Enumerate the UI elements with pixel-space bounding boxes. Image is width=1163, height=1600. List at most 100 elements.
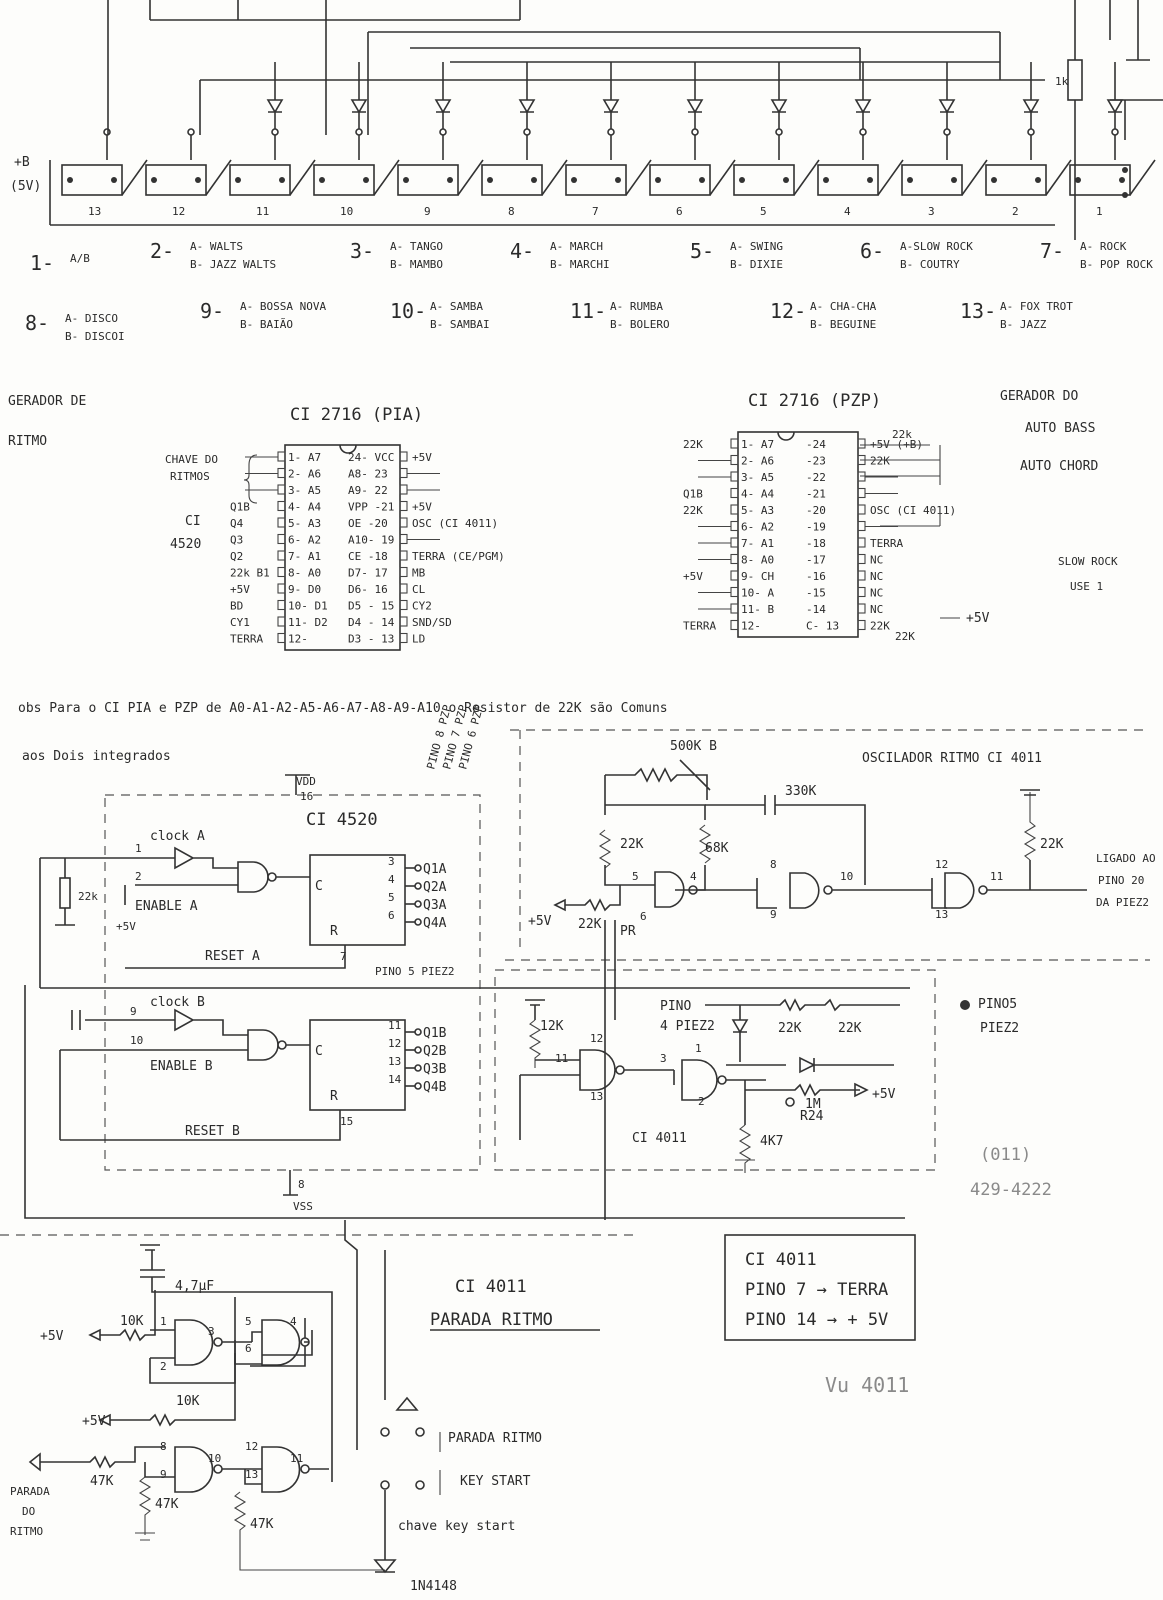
pin-number: 8 [770,858,777,871]
rhythm-b: B- BEGUINE [810,318,876,331]
pin-label-right: -19 [806,521,826,534]
pin-stub [277,632,286,644]
rhythm-b: B- JAZZ [1000,318,1047,331]
switch-lever [877,159,904,196]
rhythm-switch [481,164,543,196]
pin-stub [730,520,739,532]
counter-output-terminal [414,1064,422,1072]
pin-stub [857,438,866,449]
counter-output-label: Q1B [423,1026,447,1041]
diode-icon [1022,99,1040,114]
pin-label-right: D6- 16 [348,583,388,596]
pin-signal-left: Q4 [230,517,244,530]
parada-diode: 1N4148 [410,1579,457,1594]
pin-signal-right: OSC (CI 4011) [870,504,956,517]
reset-b-label: RESET B [185,1124,240,1139]
pin-label-right: A10- 19 [348,534,394,547]
pin-label-left: 7- A1 [741,537,774,550]
pin-stub [730,504,739,515]
pin-label-right: -15 [806,587,826,600]
pin-stub [399,616,408,627]
switch-terminal [103,128,111,136]
osc-r3: 22K [1040,837,1064,852]
pin-stub [857,570,866,581]
rhythm-b: B- BOLERO [610,318,670,331]
rhythm-switch [985,164,1047,196]
pin-signal-left: Q1B [230,501,250,514]
rhythm-number: 13- [960,299,996,323]
switch-contact [531,177,537,183]
pin-stub [857,553,866,565]
counter-output-terminal [414,918,422,926]
pin-label-right: -21 [806,488,826,501]
counter-output-terminal [414,1082,422,1090]
ci4520-plus5: +5V [116,920,136,933]
pzp-title: CI 2716 (PZP) [748,391,881,411]
pin-stub [730,537,739,548]
osc-out-3: DA PIEZ2 [1096,896,1149,909]
counter-pin-number: 12 [388,1037,401,1050]
rhythm-a: A- BOSSA NOVA [240,300,326,313]
pin-number: 9 [160,1468,167,1481]
switch-contact [699,177,705,183]
clock-b-label: clock B [150,995,205,1010]
supply-label: +B [14,155,30,170]
pin-signal-right: OSC (CI 4011) [412,517,498,530]
pin-stub [277,616,286,627]
pin-signal-right: NC [870,587,883,600]
diode-icon [854,99,872,114]
switch-terminal [187,128,195,136]
r22k-1: 22K [778,1021,802,1036]
rhythm-switch [397,164,459,196]
pzp-plus5: +5V [966,611,990,626]
pin-signal-right: +5V [412,451,432,464]
supply-voltage: (5V) [10,179,41,194]
pin-signal-right: CL [412,583,426,596]
rhythm-b: B- BAIÃO [240,318,293,331]
switch-contact [783,177,789,183]
pin-number: 9 [770,908,777,921]
switch-contact [951,177,957,183]
rhythm-switch [733,164,795,196]
osc-plus5: +5V [528,914,552,929]
pin-stub [857,504,866,515]
parada-input-1: PARADA [10,1485,50,1498]
rhythm-a: A- CHA-CHA [810,300,877,313]
pin-stub [857,603,866,614]
left-title-line-1: GERADOR DE [8,394,86,409]
pia-title: CI 2716 (PIA) [290,405,423,425]
info-box: CI 4011 PINO 7 → TERRA PINO 14 → + 5V [724,1234,916,1341]
phone-note: (011) 429-4222 [970,1145,1052,1200]
osc-out-1: LIGADO AO [1096,852,1156,865]
pin-signal-right: SND/SD [412,616,452,629]
pin-signal-right: MB [412,567,426,580]
switch-terminal [439,128,447,136]
slow-rock-note: SLOW ROCK USE 1 [1058,555,1118,593]
switch-contact [739,177,745,183]
pin-number: 5 [632,870,639,883]
pin-signal-left: Q2 [230,550,243,563]
scribble: Vu 4011 [825,1373,909,1397]
rhythm-a: A- RUMBA [610,300,663,313]
pino4-1: PINO [660,999,691,1014]
switch-contact [1119,177,1125,183]
pin-stub [399,451,408,462]
switch-terminal [523,128,531,136]
pin-signal-right: TERRA [870,537,903,550]
diode-icon [938,99,956,114]
parada-cap: 4,7µF [175,1279,214,1294]
counter-input-pin: 15 [340,1115,353,1128]
ci4520-a-c: C [315,879,323,894]
pin-label-right: -17 [806,554,826,567]
slow-rock-note-1: SLOW ROCK [1058,555,1118,568]
ci4520-vdd-pin: 16 [300,790,313,803]
pin-number: 5 [245,1315,252,1328]
counter-output-terminal [414,1046,422,1054]
rhythm-b: B- MAMBO [390,258,443,271]
switch-lever [373,159,400,196]
pin-stub [730,487,739,499]
switch-contact [867,177,873,183]
switch-lever [205,159,232,196]
switch-number: 13 [88,205,101,218]
